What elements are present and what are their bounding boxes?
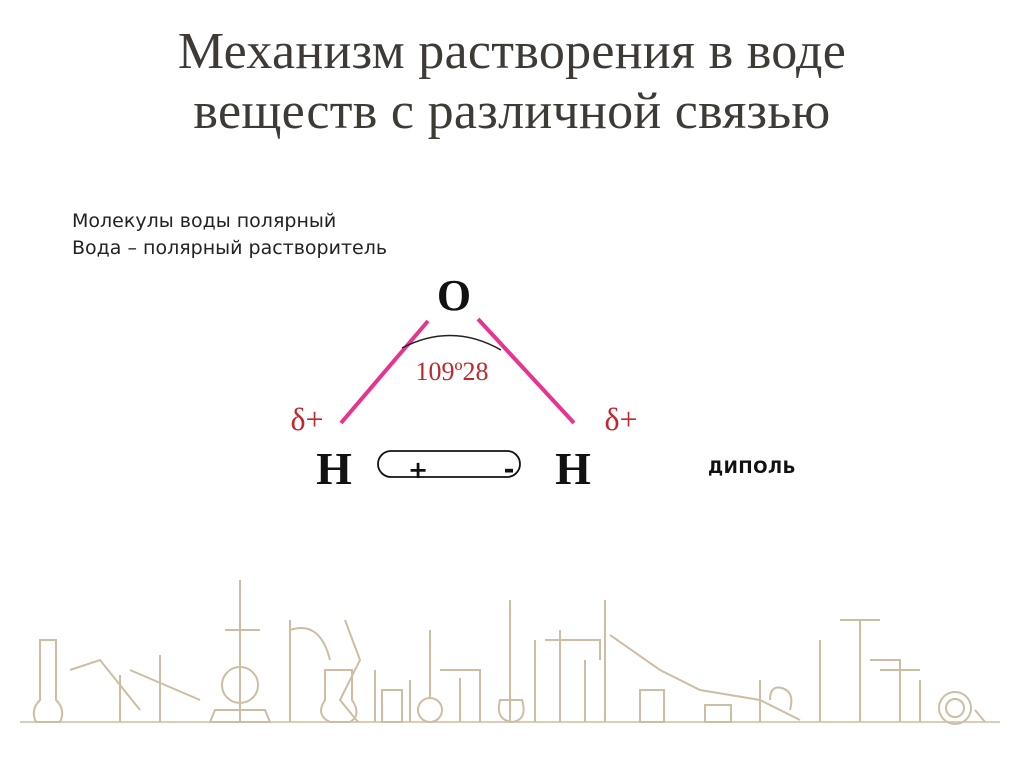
bond-left: [339, 319, 430, 425]
bond-right: [476, 317, 576, 425]
water-molecule-diagram: O 109º28 δ+ δ+ H H + -: [290, 271, 637, 494]
title-line-2: веществ с различной связью: [193, 83, 831, 140]
subtitle-line-2: Вода – полярный растворитель: [72, 237, 388, 259]
hydrogen-left: H: [316, 443, 352, 494]
dipole-minus: -: [504, 455, 515, 485]
subtitle-line-1: Молекулы воды полярный: [72, 210, 337, 232]
angle-arc: [401, 334, 502, 351]
title-line-1: Механизм растворения в воде: [177, 23, 847, 80]
slide-title: Механизм растворения в воде веществ с ра…: [0, 22, 1024, 142]
subtitle: Молекулы воды полярный Вода – полярный р…: [72, 208, 387, 262]
hydrogen-right: H: [555, 443, 591, 494]
delta-plus-left: δ+: [290, 401, 323, 437]
delta-plus-right: δ+: [604, 401, 637, 437]
dipole-capsule: [377, 450, 521, 478]
lab-equipment-illustration: [20, 580, 1000, 725]
oxygen-atom: O: [437, 271, 471, 320]
dipole-label: ДИПОЛЬ: [708, 458, 797, 478]
dipole-plus: +: [408, 456, 428, 484]
angle-label: 109º28: [415, 357, 488, 386]
